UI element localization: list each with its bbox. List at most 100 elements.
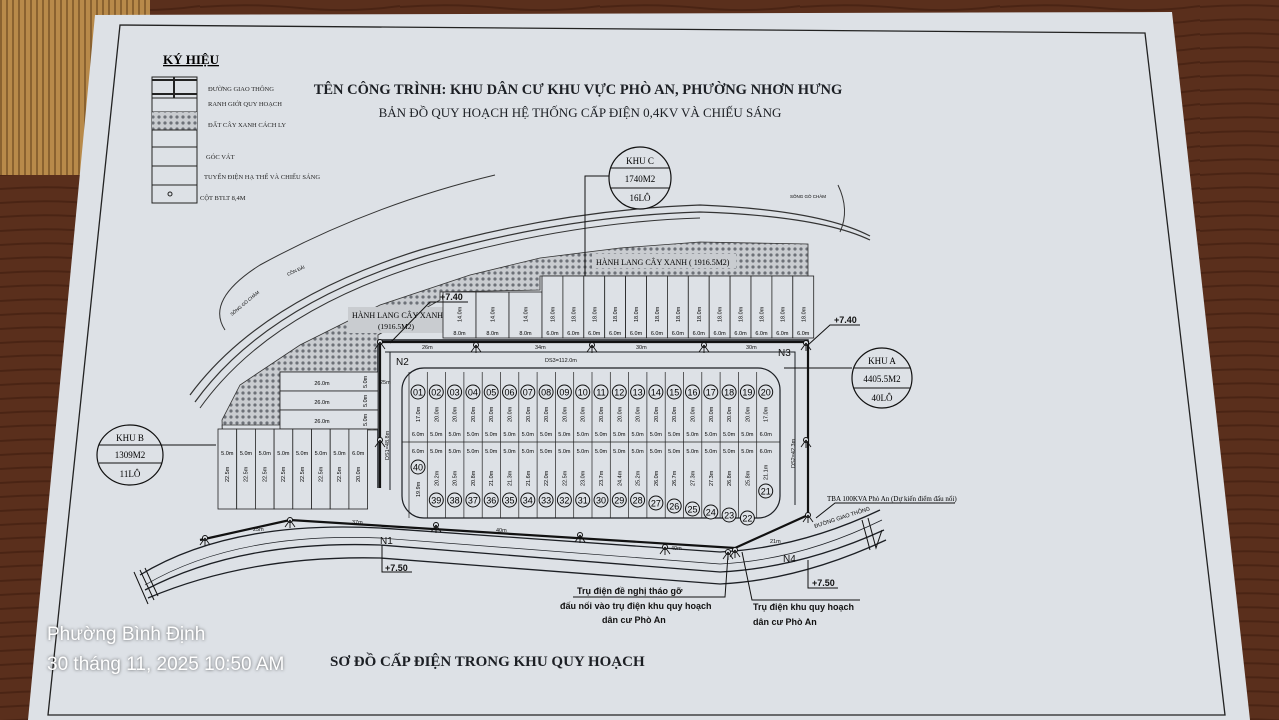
lot-depth: 21.6m: [526, 470, 532, 486]
legend-item: ĐƯỜNG GIAO THÔNG: [208, 85, 274, 93]
legend-item: CỘT BTLT 8,4M: [200, 194, 246, 202]
lot-width: 6.0m: [546, 331, 559, 337]
lot-number-circle: [520, 384, 536, 400]
lot-width: 8.0m: [486, 331, 499, 337]
lot-number: 15: [669, 388, 679, 398]
lot-number-circle: [611, 384, 627, 400]
lot-number: 35: [504, 496, 514, 506]
lot-width: 5.0m: [631, 449, 644, 455]
lot-width: 8.0m: [519, 331, 532, 337]
elevation-n1: +7.50: [385, 563, 408, 573]
lot-depth: 20.0m: [636, 406, 642, 422]
lot-number: 32: [559, 496, 569, 506]
elevation-n2: +7.40: [440, 292, 463, 302]
note-remove-pole: dân cư Phò An: [602, 615, 666, 625]
lot-width: 5.0m: [363, 413, 369, 426]
segment-length: 37m: [352, 520, 363, 526]
project-title: TÊN CÔNG TRÌNH: KHU DÂN CƯ KHU VỰC PHÒ A…: [314, 81, 843, 98]
zone-lot-count: 11LÔ: [120, 469, 141, 479]
lot-depth: 18.0m: [697, 306, 703, 322]
lot-depth: 18.0m: [759, 306, 765, 322]
lot-number-circle: [666, 384, 682, 400]
lot-width: 6.0m: [797, 331, 810, 337]
khu-b-callout: KHU B 1309M2 11LÔ: [96, 424, 216, 486]
lamp-icon: [659, 546, 671, 555]
lot-number-circle: [483, 492, 499, 508]
lot-width: 5.0m: [668, 432, 681, 438]
lot-width: 6.0m: [760, 449, 773, 455]
lot-depth: 18.0m: [676, 306, 682, 322]
lot-number: 18: [724, 388, 734, 398]
lot-depth: 20.8m: [471, 470, 477, 486]
lot-number: 04: [468, 388, 478, 398]
lot-number: 11: [596, 388, 605, 398]
lot-depth: 22.5m: [300, 466, 306, 482]
river-lines: [189, 174, 871, 409]
lot-number: 02: [431, 388, 441, 398]
lot-number: 05: [486, 388, 496, 398]
lot-width: 5.0m: [741, 449, 754, 455]
lot-number: 10: [578, 388, 588, 398]
lot-number-circle: [483, 384, 499, 400]
lot-width: 5.0m: [540, 449, 553, 455]
lot-depth: 23.0m: [581, 470, 587, 486]
lot-depth: 21.0m: [489, 470, 495, 486]
lot-number-circle: [538, 384, 554, 400]
segment-length: 30m: [746, 345, 757, 351]
lot-depth: 20.5m: [453, 470, 459, 486]
note-leaders: [573, 551, 860, 601]
lot-width: 5.0m: [686, 432, 699, 438]
lot-width: 5.0m: [296, 451, 309, 457]
lot-depth: 22.5m: [319, 466, 325, 482]
lot-number-circle: [721, 384, 737, 400]
elevation-n3: +7.40: [834, 315, 857, 325]
lot-depth: 20.0m: [356, 466, 362, 482]
lot-width: 5.0m: [430, 432, 443, 438]
lot-number-circle: [666, 498, 682, 514]
lot-number-circle: [428, 492, 444, 508]
zone-name: KHU C: [626, 156, 654, 166]
lot-depth: 20.0m: [508, 406, 514, 422]
legend-item: ĐẤT CÂY XANH CÁCH LY: [208, 121, 286, 129]
lot-number-circle: [685, 384, 700, 400]
zone-lot-count: 16LÔ: [630, 193, 651, 203]
river-label: SÔNG GÒ CHÀM: [790, 193, 826, 199]
lot-number-circle: [648, 384, 664, 400]
segment-length: 26m: [422, 345, 433, 351]
lot-depth: 20.0m: [581, 406, 587, 422]
lot-number: 34: [523, 496, 533, 506]
lamp-icon: [574, 534, 586, 543]
lot-depth: 26.7m: [672, 470, 678, 486]
lot-depth: 20.0m: [489, 406, 495, 422]
lamp-icon: [284, 519, 296, 528]
lot-number-circle: [428, 384, 444, 400]
lot-khu-c: [475, 291, 510, 339]
lot-number-circle: [465, 492, 481, 508]
lot-width: 5.0m: [668, 449, 681, 455]
lot-number: 28: [633, 496, 643, 506]
lot-width: 6.0m: [755, 331, 768, 337]
lot-depth: 22.5m: [281, 466, 287, 482]
lot-number: 39: [431, 496, 441, 506]
lot-depth: 20.0m: [691, 406, 697, 422]
lot-number: 09: [559, 388, 569, 398]
lot-width: 6.0m: [760, 432, 773, 438]
road-length-ds2: DS2=42.3m: [791, 438, 797, 468]
lot-depth: 18.0m: [780, 306, 786, 322]
lot-number: 16: [687, 388, 697, 398]
lot-depth: 20.0m: [727, 406, 733, 422]
lot-number-circle: [575, 384, 591, 400]
lot-depth: 21.3m: [508, 470, 514, 486]
lot-width: 6.0m: [412, 449, 425, 455]
lot-depth: 22.5m: [337, 466, 343, 482]
node-n3: N3: [778, 348, 791, 359]
lot-depth: 18.0m: [571, 306, 577, 322]
lot-width: 5.0m: [485, 449, 498, 455]
map-subtitle: BẢN ĐỒ QUY HOẠCH HỆ THỐNG CẤP ĐIỆN 0,4KV…: [379, 105, 782, 120]
lot-number-circle: [648, 495, 664, 511]
lamp-icon: [800, 342, 812, 351]
lamp-icon: [802, 514, 814, 523]
road-length-ds1: DS1=48.8m: [385, 430, 391, 460]
lot-width: 6.0m: [776, 331, 789, 337]
lot-depth: 20.0m: [599, 406, 605, 422]
